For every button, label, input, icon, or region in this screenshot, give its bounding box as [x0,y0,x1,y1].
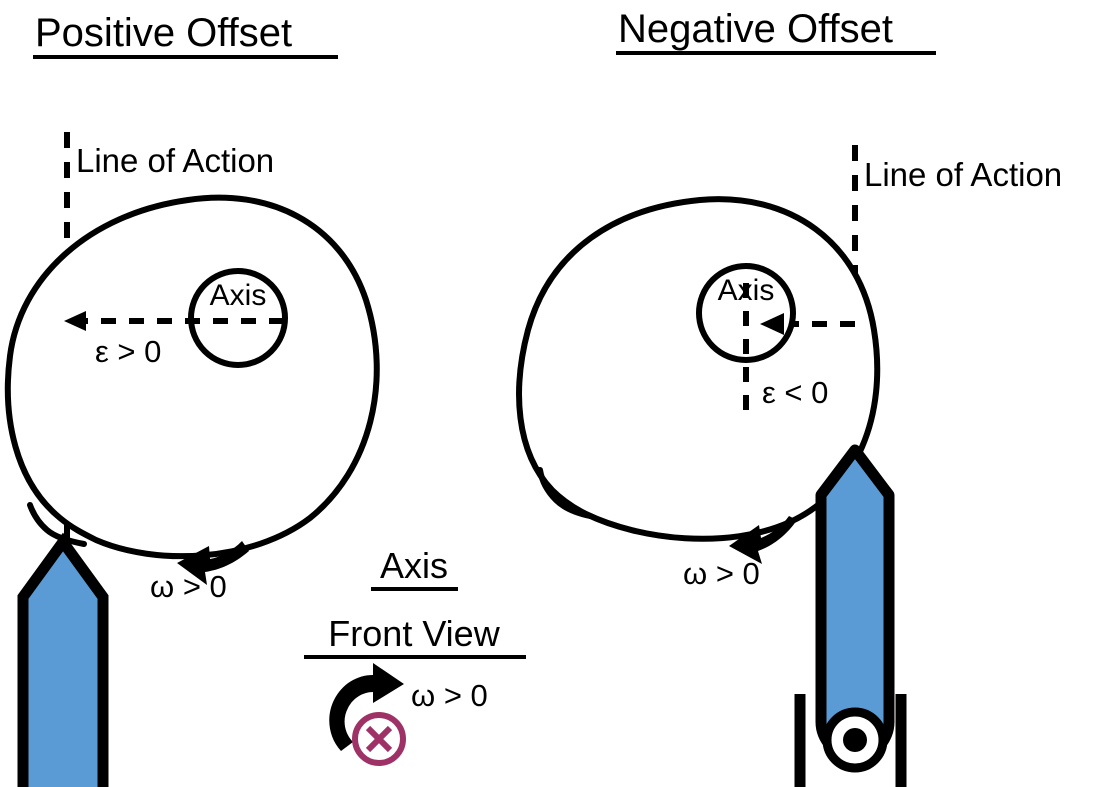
right-follower-pivot-icon [822,707,888,773]
right-line-of-action-label: Line of Action [864,156,1062,193]
left-line-of-action-label: Line of Action [76,142,274,179]
left-cam-profile [4,194,380,560]
right-panel-title-group: Negative Offset [616,7,936,55]
right-omega-arrow-icon [729,516,797,564]
left-offset-label: ε > 0 [95,334,161,369]
center-omega-label: ω > 0 [411,678,488,713]
left-offset-arrowhead-icon [64,311,86,331]
rotation-symbol-circle [352,712,406,766]
center-axis-front-view: Axis Front View ω > 0 [304,545,526,766]
left-axis-label: Axis [210,279,267,312]
left-cam-diagram: Line of Action Axis ε > 0 ω > 0 [4,132,380,787]
pivot-center-dot [843,728,867,752]
left-omega-arrow-icon [177,541,249,585]
center-rotation-arc-icon [329,663,404,751]
rotation-into-page-icon [352,712,406,766]
right-offset-label: ε < 0 [762,375,828,410]
left-cam-notch [27,502,87,547]
left-follower-knife-edge [17,532,109,787]
right-cam-diagram: Line of Action Axis ε < 0 ω > 0 [516,145,1062,787]
left-panel-title: Positive Offset [35,11,292,55]
left-panel-title-group: Positive Offset [33,11,338,59]
right-cam-profile [516,196,881,542]
center-title-line1: Axis [380,545,448,586]
right-cam-notch [537,467,593,519]
rotation-symbol-x-stroke-2 [365,725,393,753]
center-title-line2: Front View [328,613,500,654]
right-offset-arrowhead-icon [760,313,784,335]
left-omega-label: ω > 0 [150,569,227,604]
right-panel-title: Negative Offset [618,7,893,51]
right-omega-label: ω > 0 [683,556,760,591]
